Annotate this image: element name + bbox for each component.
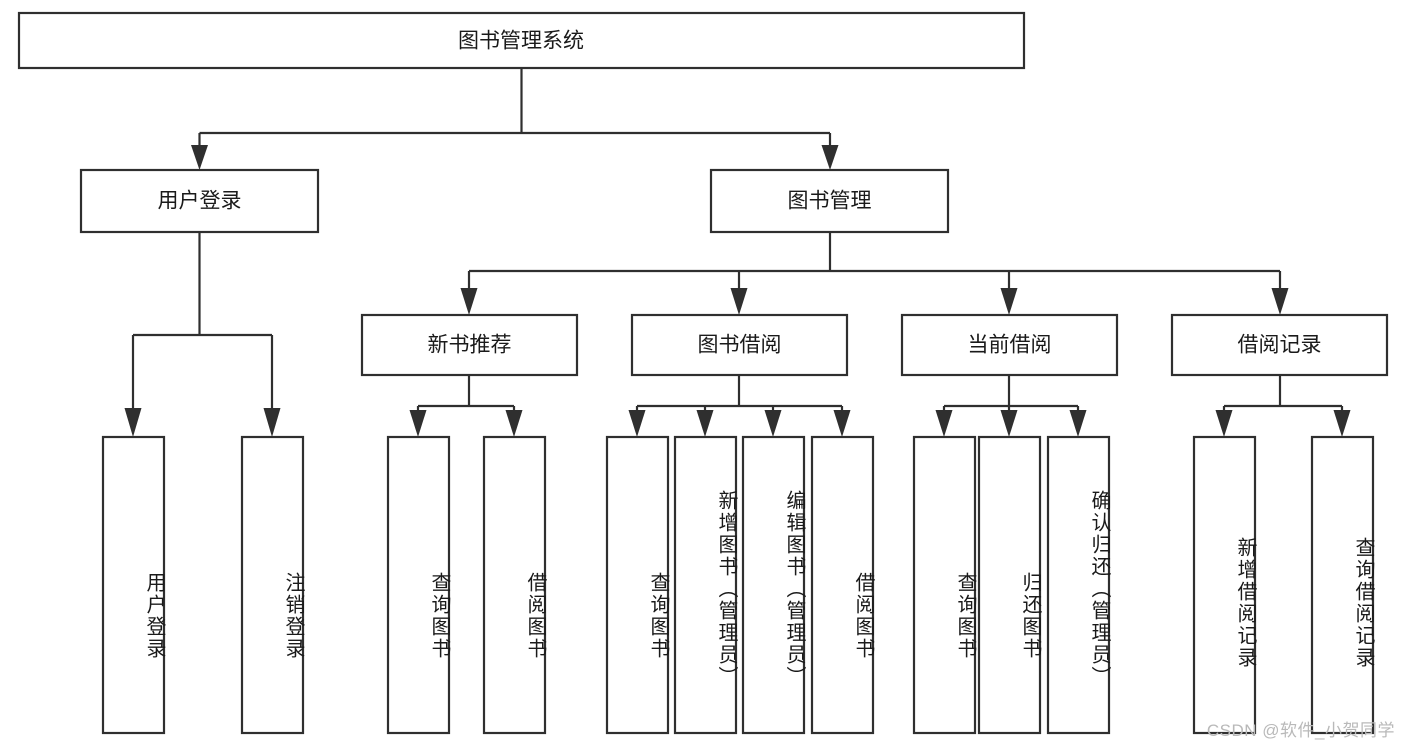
node-current-borrow-label: 当前借阅 bbox=[968, 334, 1052, 357]
node-leaf-return-book-box[interactable] bbox=[977, 435, 1042, 735]
node-root-label: 图书管理系统 bbox=[458, 30, 584, 53]
node-root-box[interactable] bbox=[17, 11, 1026, 70]
node-leaf-query-book-3-box[interactable] bbox=[912, 435, 977, 735]
node-leaf-query-record-box[interactable] bbox=[1310, 435, 1375, 735]
node-leaf-borrow-book-2-box[interactable] bbox=[810, 435, 875, 735]
node-book-manage-label: 图书管理 bbox=[788, 190, 872, 213]
arrow-to-borrow-record bbox=[1271, 288, 1289, 315]
arrow-to-leaf-user-login bbox=[124, 408, 142, 437]
arrow-to-leaf-add-book bbox=[696, 410, 714, 437]
node-new-book-recommend-label: 新书推荐 bbox=[428, 334, 512, 357]
arrow-to-leaf-query-book-1 bbox=[409, 410, 427, 437]
arrow-to-leaf-query-record bbox=[1333, 410, 1351, 437]
connectors-group bbox=[124, 68, 1351, 437]
node-book-borrow-box[interactable] bbox=[630, 313, 849, 377]
arrow-to-leaf-return-book bbox=[1000, 410, 1018, 437]
node-leaf-query-book-2-box[interactable] bbox=[605, 435, 670, 735]
arrow-to-leaf-borrow-book-2 bbox=[833, 410, 851, 437]
arrow-to-new-book-recommend bbox=[460, 288, 478, 315]
node-user-login-label: 用户登录 bbox=[158, 190, 242, 213]
node-user-login-box[interactable] bbox=[79, 168, 320, 234]
node-leaf-user-logout-box[interactable] bbox=[240, 435, 305, 735]
arrow-to-leaf-edit-book bbox=[764, 410, 782, 437]
arrow-root-to-user-login bbox=[191, 145, 208, 170]
arrow-to-leaf-borrow-book-1 bbox=[505, 410, 523, 437]
arrow-to-leaf-user-logout bbox=[263, 408, 281, 437]
arrow-to-leaf-query-book-2 bbox=[628, 410, 646, 437]
node-book-manage-box[interactable] bbox=[709, 168, 950, 234]
node-borrow-record-box[interactable] bbox=[1170, 313, 1389, 377]
nodes-group: 图书管理系统 用户登录 图书管理 新书推荐 图书借阅 当前借阅 借阅记录 bbox=[17, 11, 1389, 735]
node-leaf-edit-book-box[interactable] bbox=[741, 435, 806, 735]
arrow-to-book-borrow bbox=[730, 288, 748, 315]
arrow-to-leaf-add-record bbox=[1215, 410, 1233, 437]
node-new-book-recommend-box[interactable] bbox=[360, 313, 579, 377]
arrow-to-leaf-query-book-3 bbox=[935, 410, 953, 437]
arrow-to-leaf-confirm-return bbox=[1069, 410, 1087, 437]
node-leaf-borrow-book-1-box[interactable] bbox=[482, 435, 547, 735]
node-book-borrow-label: 图书借阅 bbox=[698, 334, 782, 357]
node-leaf-confirm-return-box[interactable] bbox=[1046, 435, 1111, 735]
node-leaf-user-login-box[interactable] bbox=[101, 435, 166, 735]
node-current-borrow-box[interactable] bbox=[900, 313, 1119, 377]
arrow-to-current-borrow bbox=[1000, 288, 1018, 315]
node-leaf-query-book-1-box[interactable] bbox=[386, 435, 451, 735]
arrow-root-to-book-manage bbox=[821, 145, 839, 170]
watermark-text: CSDN @软件_小贺同学 bbox=[1206, 721, 1395, 740]
node-leaf-add-record-box[interactable] bbox=[1192, 435, 1257, 735]
node-leaf-add-book-box[interactable] bbox=[673, 435, 738, 735]
node-borrow-record-label: 借阅记录 bbox=[1238, 334, 1322, 357]
